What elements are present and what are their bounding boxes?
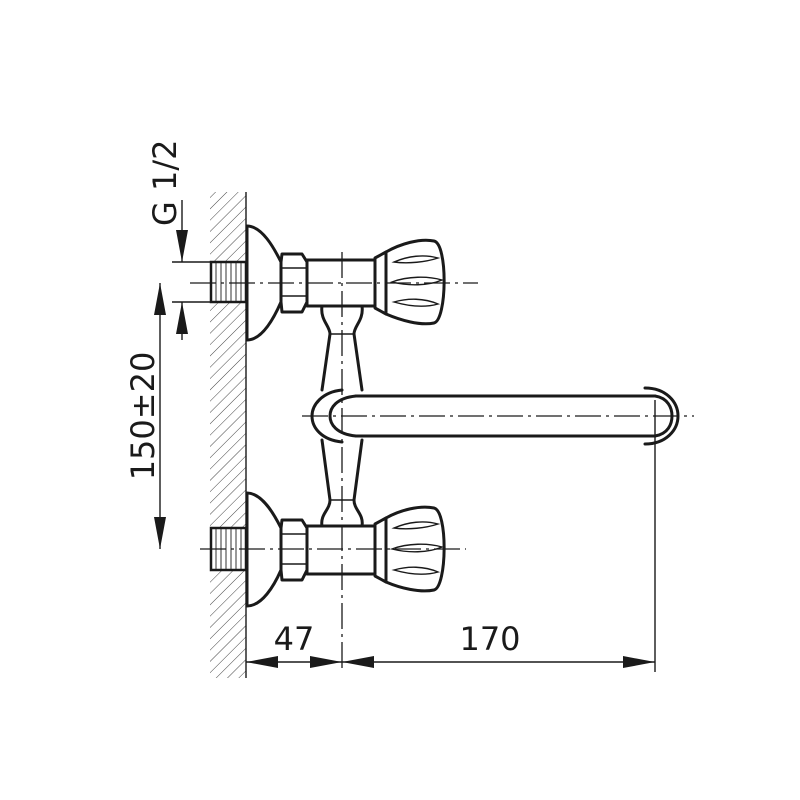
spout-length-label: 170 (459, 620, 520, 658)
upper-handle-groove-3 (391, 298, 441, 307)
wall-to-body-label: 47 (274, 620, 315, 658)
centers-dimension: 150±20 (124, 283, 166, 549)
lower-handle-groove-1 (391, 521, 441, 530)
centers-label: 150±20 (124, 352, 162, 481)
upper-thread (209, 260, 248, 304)
lower-handle (384, 505, 446, 593)
upper-connector (209, 224, 309, 342)
thread-dimension: G 1/2 (146, 140, 211, 340)
centers-arrow-bottom (154, 517, 166, 549)
lower-valve-body (305, 524, 377, 576)
dim-47-arrow-left (246, 656, 278, 668)
horizontal-dimensions: 47 170 (246, 620, 655, 668)
upper-valve-bonnet (373, 250, 388, 316)
thread-arrow-top (176, 230, 188, 262)
upper-handle (384, 238, 446, 326)
lower-hex-nut (279, 518, 309, 582)
lower-handle-groove-2 (389, 543, 445, 553)
dim-170-arrow-right (623, 656, 655, 668)
dim-170-arrow-left (342, 656, 374, 668)
upper-valve (305, 238, 446, 326)
upper-thread-lines (215, 263, 242, 301)
centers-arrow-top (154, 283, 166, 315)
dim-47-arrow-right (310, 656, 342, 668)
upper-handle-groove-2 (389, 276, 445, 286)
thread-label: G 1/2 (146, 140, 184, 226)
thread-arrow-bottom (176, 302, 188, 334)
mixer-body (320, 304, 364, 528)
mixer-column (320, 304, 364, 392)
upper-handle-groove-1 (391, 255, 441, 264)
lower-handle-groove-3 (391, 566, 441, 575)
mixer-column-lower (320, 438, 364, 528)
center-lines (190, 252, 694, 672)
lower-valve (305, 505, 446, 593)
lower-valve-bonnet (373, 516, 388, 584)
